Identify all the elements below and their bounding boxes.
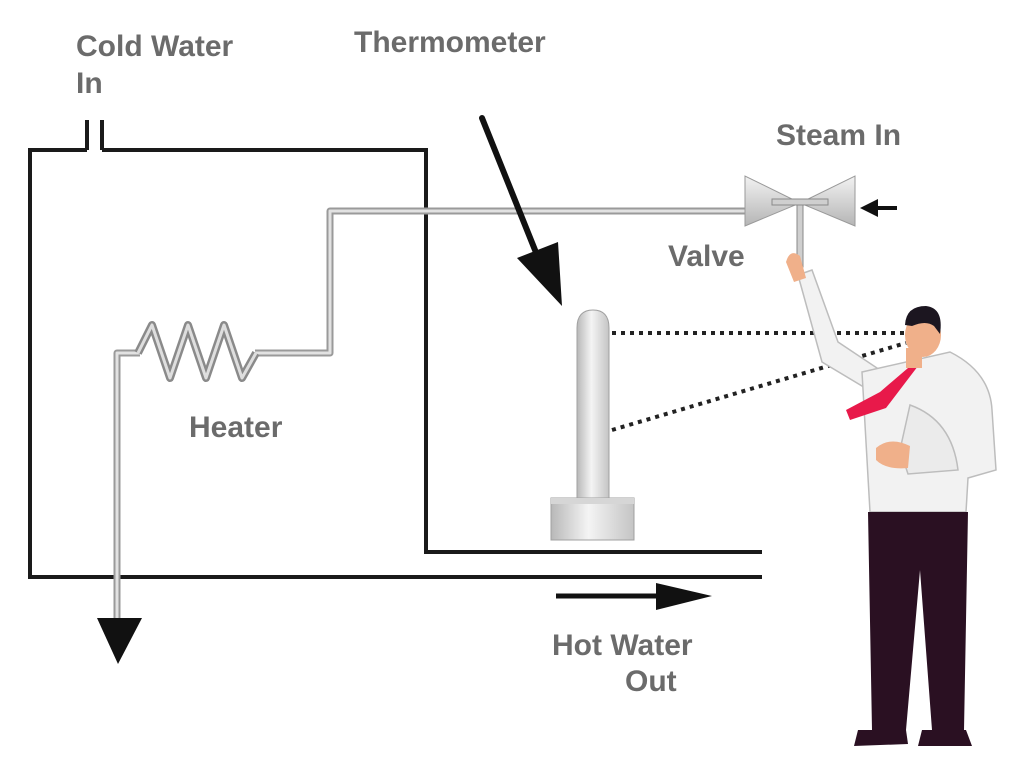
tank-outline bbox=[28, 120, 762, 579]
drain-arrow-icon bbox=[97, 618, 142, 664]
steam-in-label: Steam In bbox=[776, 119, 901, 152]
person-observer-icon bbox=[786, 253, 997, 746]
heater-coil-icon bbox=[134, 321, 260, 382]
heater-label: Heater bbox=[189, 411, 283, 444]
hot-water-out-label-line1: Hot Water bbox=[552, 629, 693, 662]
thermometer-icon bbox=[550, 309, 635, 541]
hot-water-out-arrow-icon bbox=[556, 583, 712, 610]
hot-water-out-label-line2: Out bbox=[625, 665, 677, 698]
steam-in-arrow-icon bbox=[860, 199, 897, 217]
steam-pipe bbox=[113, 207, 745, 625]
valve-label: Valve bbox=[668, 240, 745, 273]
thermometer-label: Thermometer bbox=[354, 26, 546, 59]
steam-valve-icon bbox=[744, 175, 856, 268]
cold-water-in-label-line1: Cold Water bbox=[76, 30, 234, 63]
thermometer-pointer-arrow bbox=[479, 115, 562, 306]
cold-water-in-label-line2: In bbox=[76, 67, 103, 100]
